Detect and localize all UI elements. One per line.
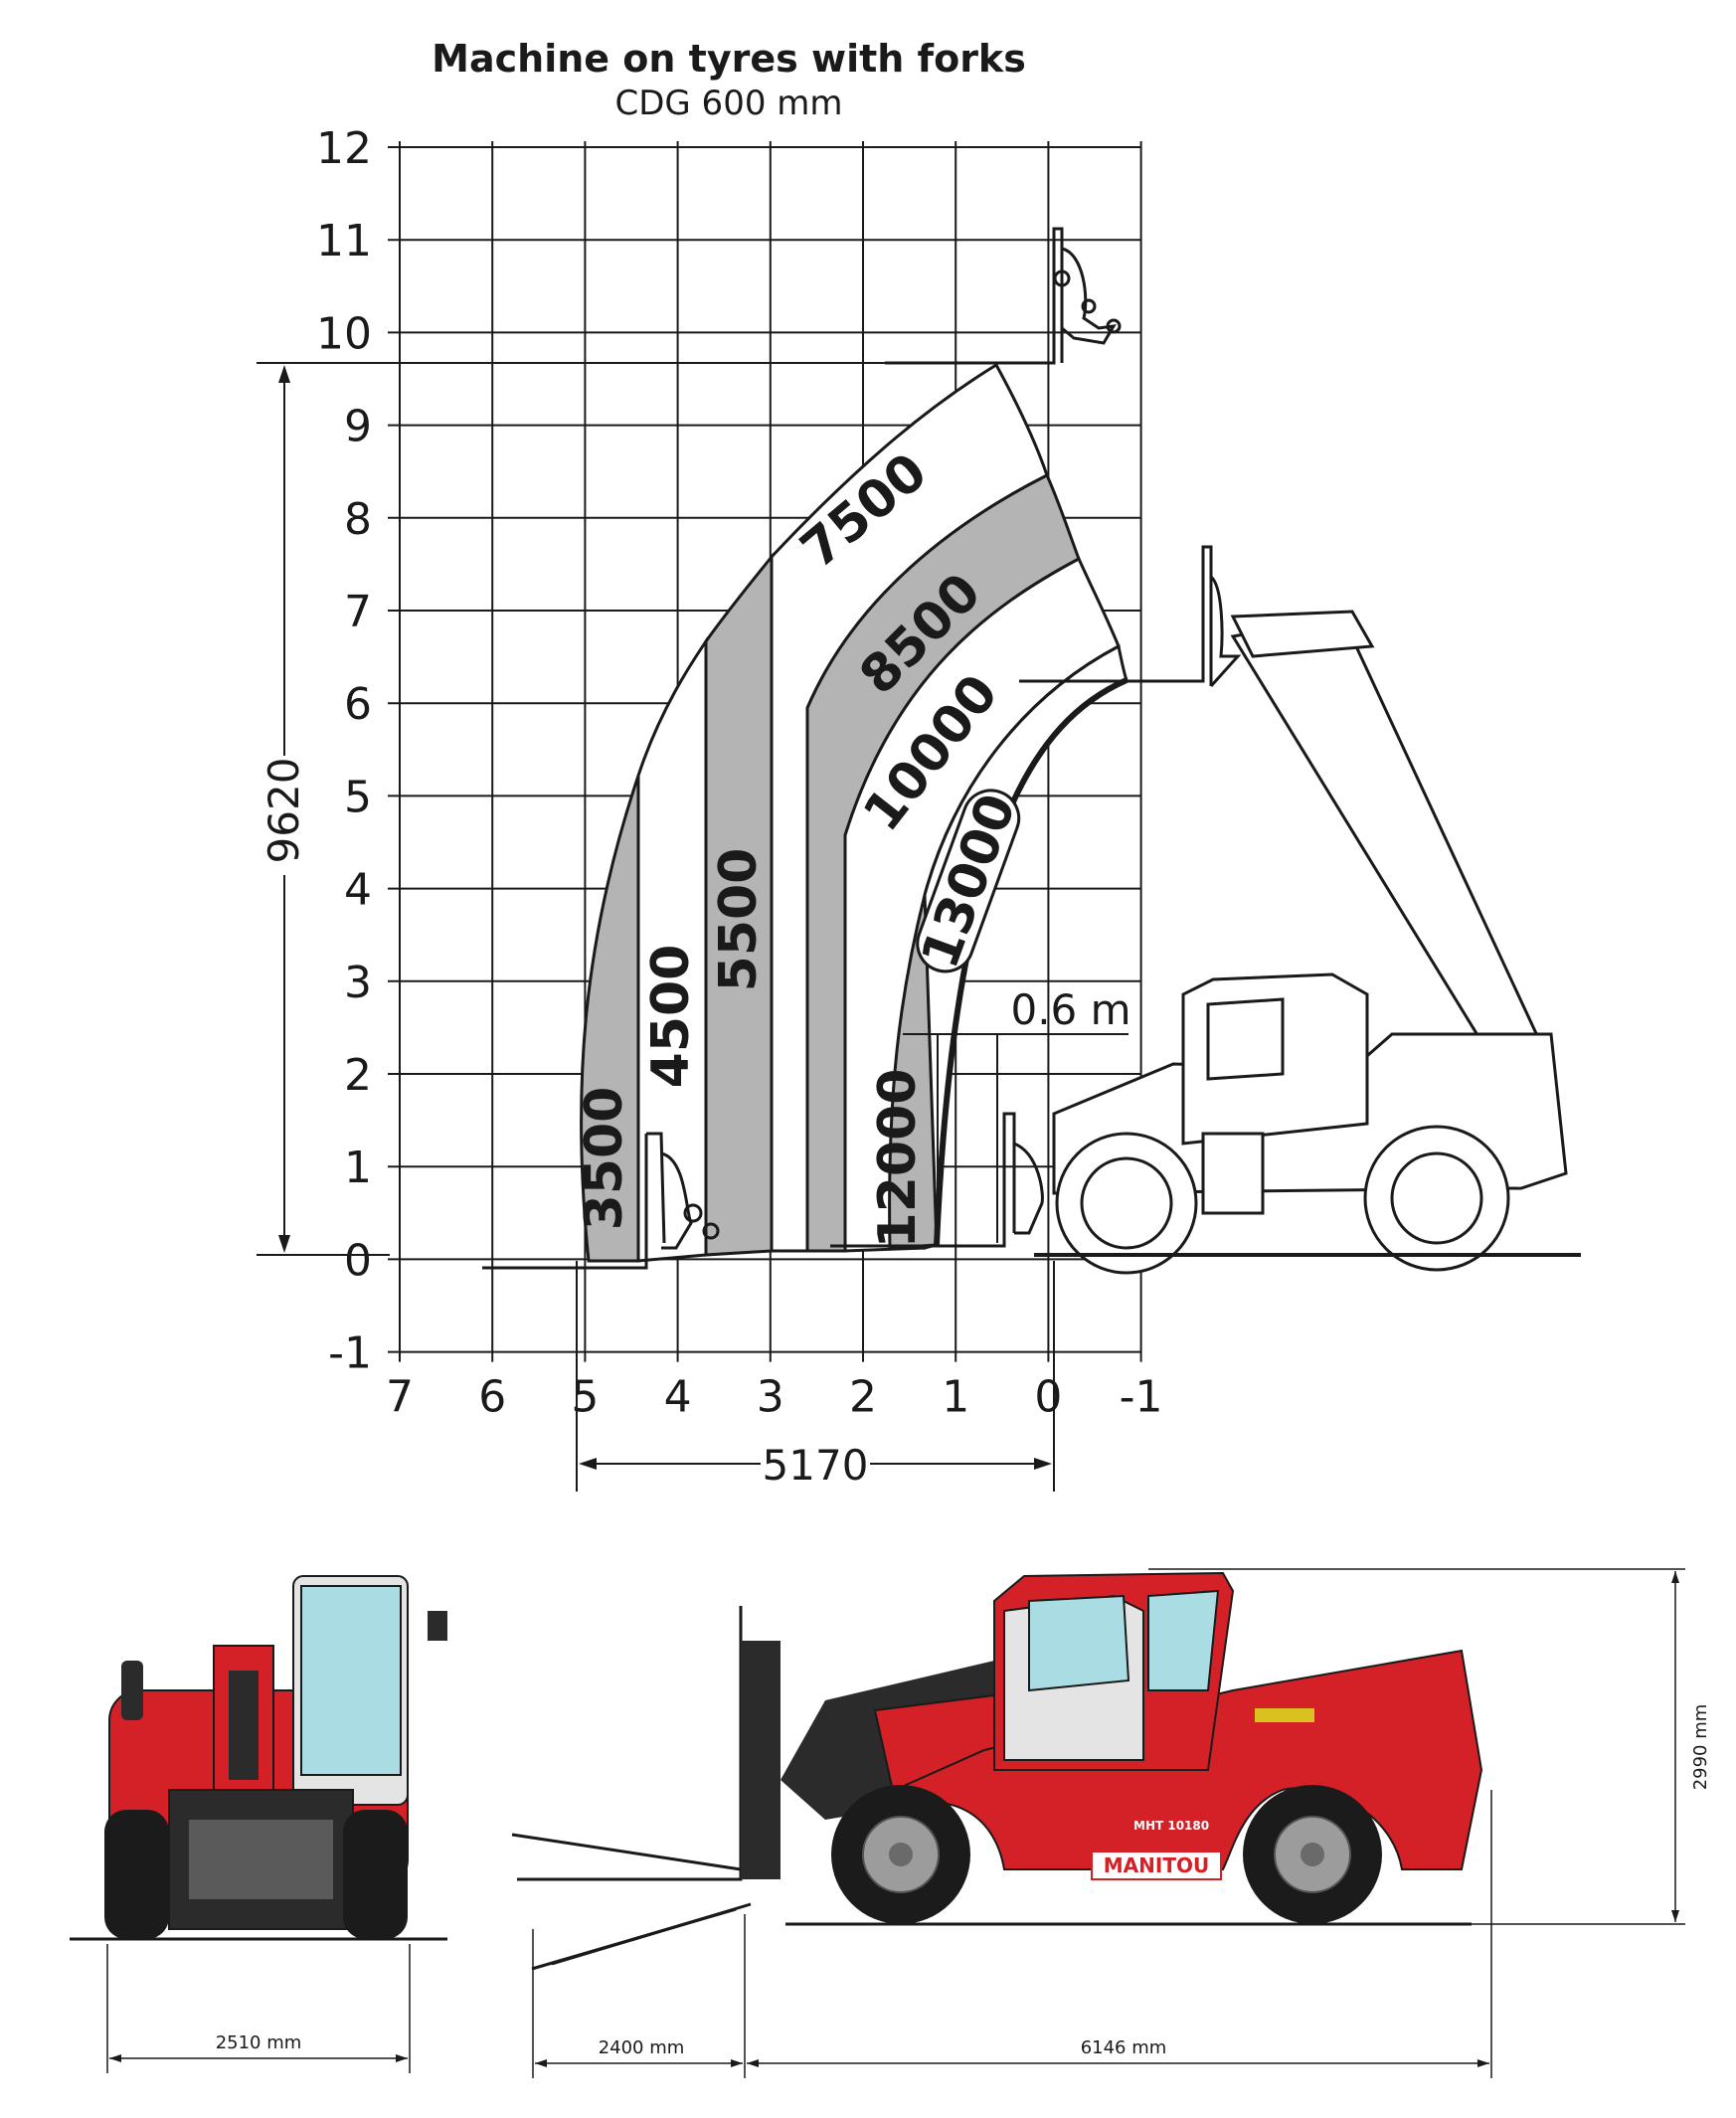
front-view: 2510 mm (70, 1575, 447, 2073)
pin-icon (702, 1222, 720, 1240)
zone-label-5500: 5500 (709, 848, 769, 992)
y-tick-label: 10 (316, 308, 372, 359)
y-tick-label: -1 (328, 1328, 372, 1379)
zone-12000-band (888, 894, 939, 1250)
rear-rim-lineart (1390, 1151, 1483, 1245)
y-tick-label: 7 (344, 587, 372, 637)
fork-top (885, 227, 1064, 365)
side-rear-window (1147, 1589, 1220, 1691)
y-tick-label: 1 (344, 1143, 372, 1193)
fork-mid (1019, 545, 1213, 686)
x-tick-label: 6 (478, 1372, 506, 1423)
load-chart: Machine on tyres with forks CDG 600 mm 7… (257, 37, 1581, 1492)
side-forks (511, 1606, 752, 1971)
y-tick-label: 12 (316, 123, 372, 174)
front-carriage-plate (189, 1820, 333, 1899)
zone-label-12000: 12000 (868, 1069, 928, 1249)
cab-window-lineart (1206, 997, 1285, 1081)
carriage-low-left (646, 1132, 693, 1250)
chart-subtitle: CDG 600 mm (614, 84, 842, 123)
badge-outline (916, 789, 1021, 973)
max-reach-dimension: 5170 (576, 1261, 1055, 1492)
front-windscreen (300, 1585, 402, 1776)
side-view: MHT 10180 MANITOU 2990 mm 2400 mm 6146 m… (511, 1568, 1711, 2078)
carriage-mid (1209, 575, 1242, 688)
pin-icon (1081, 298, 1097, 314)
front-width-label: 2510 mm (216, 2032, 302, 2053)
x-tick-label: 7 (386, 1372, 414, 1423)
zone-label-4500: 4500 (641, 945, 701, 1089)
y-tick-label: 0 (344, 1235, 372, 1286)
front-light-pillar (121, 1661, 143, 1720)
fork-low-right (830, 1112, 1016, 1248)
side-rear-hub (1301, 1843, 1324, 1866)
y-tick-label: 2 (344, 1050, 372, 1101)
x-tick-label: 3 (757, 1372, 784, 1423)
boom-head-lineart (1230, 610, 1375, 658)
steps-lineart (1201, 1132, 1265, 1215)
telehandler-lineart (1034, 610, 1581, 1275)
carriage-low-right (1013, 1142, 1044, 1235)
y-tick-label: 8 (344, 494, 372, 545)
side-cab-window (1028, 1594, 1130, 1692)
x-tick-label: 4 (664, 1372, 692, 1423)
y-tick-label: 6 (344, 679, 372, 730)
front-hydraulics (229, 1671, 259, 1780)
side-brand-badge (1091, 1851, 1222, 1880)
mirror-icon (428, 1611, 447, 1641)
machine-height-label: 2990 mm (1690, 1704, 1711, 1791)
x-tick-label: 0 (1034, 1372, 1062, 1423)
side-carriage (741, 1641, 781, 1879)
max-reach-dimension-label: 5170 (763, 1441, 869, 1490)
side-model-label: MHT 10180 (1133, 1819, 1209, 1833)
y-tick-label: 3 (344, 958, 372, 1008)
offset-dimension-label: 0.6 m (1010, 985, 1130, 1034)
pin-icon (683, 1203, 703, 1223)
offset-dimension: 0.6 m (903, 985, 1131, 1243)
pin-icon (1053, 269, 1071, 287)
max-height-dimension-label: 9620 (260, 758, 308, 864)
y-tick-label: 9 (344, 402, 372, 452)
x-tick-label: 1 (942, 1372, 969, 1423)
y-tick-label: 11 (316, 216, 372, 266)
front-right-tyre (343, 1810, 408, 1939)
y-tick-label: 5 (344, 772, 372, 822)
carriage-top (1061, 247, 1117, 345)
side-decal (1255, 1708, 1314, 1722)
fork-low-left (482, 1134, 648, 1270)
front-left-tyre (104, 1810, 169, 1939)
zone-label-3500: 3500 (575, 1087, 634, 1231)
side-front-hub (889, 1843, 913, 1866)
front-rim-lineart (1080, 1156, 1173, 1250)
y-tick-label: 4 (344, 865, 372, 916)
x-tick-label: 2 (849, 1372, 877, 1423)
side-brand-label: MANITOU (1104, 1853, 1209, 1877)
x-tick-label: -1 (1120, 1372, 1163, 1423)
machine-length-label: 6146 mm (1081, 2037, 1167, 2058)
pin-icon (1106, 318, 1122, 334)
x-tick-label: 5 (571, 1372, 599, 1423)
chart-title: Machine on tyres with forks (432, 37, 1026, 81)
zone-3500-band (580, 775, 640, 1263)
fork-length-label: 2400 mm (599, 2037, 685, 2058)
max-height-dimension: 9620 (257, 362, 1044, 1256)
